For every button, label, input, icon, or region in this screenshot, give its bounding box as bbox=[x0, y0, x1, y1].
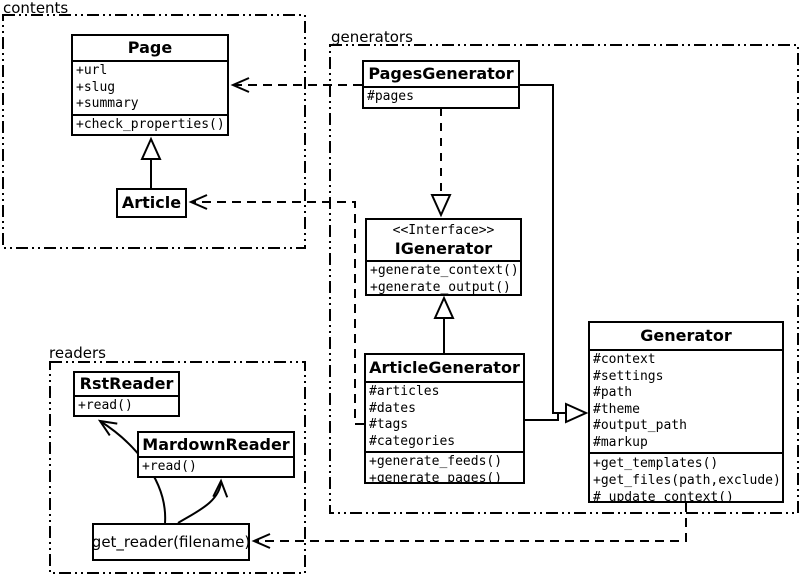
edge-getreader-to-mardownreader bbox=[177, 478, 229, 524]
package-generators-border bbox=[329, 44, 799, 514]
class-article: Article bbox=[116, 188, 187, 218]
attribute: #context bbox=[593, 352, 656, 367]
class-rstreader-methods: +read() bbox=[75, 395, 178, 415]
class-generator-methods: +get_templates() +get_files(path,exclude… bbox=[590, 452, 782, 503]
method: +generate_context() bbox=[370, 263, 519, 278]
interface-igenerator-stereotype: <<Interface>> bbox=[392, 223, 495, 238]
attribute: #settings bbox=[593, 368, 664, 384]
package-generators-label: generators bbox=[331, 28, 413, 46]
edge-generator-uses-getreader bbox=[251, 503, 687, 549]
attribute: +slug bbox=[76, 79, 116, 95]
method: +generate_pages() bbox=[369, 470, 503, 484]
attribute: #dates bbox=[369, 400, 416, 416]
method: +get_files(path,exclude) bbox=[593, 473, 781, 488]
class-pagesgenerator-name: PagesGenerator bbox=[368, 64, 514, 83]
method: +read() bbox=[78, 398, 133, 413]
attribute: #output_path bbox=[593, 418, 687, 433]
attribute: #categories bbox=[369, 433, 456, 449]
class-mardownreader-methods: +read() bbox=[139, 456, 293, 476]
class-articlegenerator: ArticleGenerator #articles #dates #tags … bbox=[364, 353, 525, 484]
class-articlegenerator-methods: +generate_feeds() +generate_pages() bbox=[366, 451, 523, 484]
method: +read() bbox=[142, 459, 197, 474]
class-generator-name: Generator bbox=[640, 326, 732, 345]
class-mardownreader-name: MardownReader bbox=[142, 435, 290, 454]
node-getreader: get_reader(filename) bbox=[92, 523, 250, 561]
class-page-methods: +check_properties() bbox=[73, 113, 227, 135]
edge-articlegenerator-extends-generator bbox=[525, 413, 559, 421]
class-mardownreader: MardownReader +read() bbox=[137, 431, 295, 478]
method: +generate_output() bbox=[370, 279, 511, 295]
attribute: #markup bbox=[593, 434, 648, 450]
class-rstreader: RstReader +read() bbox=[73, 371, 180, 417]
class-page-attributes: +url +slug +summary bbox=[73, 60, 227, 114]
edge-articlegenerator-uses-article bbox=[188, 194, 364, 425]
class-generator: Generator #context #settings #path #them… bbox=[588, 321, 784, 503]
method: +get_templates() bbox=[593, 456, 719, 471]
attribute: #pages bbox=[367, 89, 414, 104]
class-pagesgenerator-attributes: #pages bbox=[364, 86, 518, 107]
package-readers-border bbox=[49, 361, 306, 574]
interface-igenerator: <<Interface>> IGenerator +generate_conte… bbox=[365, 218, 522, 296]
class-pagesgenerator: PagesGenerator #pages bbox=[362, 60, 520, 109]
method: +generate_feeds() bbox=[369, 454, 503, 469]
package-readers-label: readers bbox=[49, 344, 106, 362]
class-generator-attributes: #context #settings #path #theme #output_… bbox=[590, 349, 782, 452]
attribute: +summary bbox=[76, 96, 139, 111]
class-article-name: Article bbox=[121, 193, 182, 212]
attribute: #theme bbox=[593, 401, 640, 417]
interface-igenerator-methods: +generate_context() +generate_output() bbox=[367, 260, 520, 295]
method: #_update_context() bbox=[593, 490, 734, 503]
class-rstreader-name: RstReader bbox=[79, 374, 174, 393]
method: +check_properties() bbox=[76, 116, 225, 132]
node-getreader-label: get_reader(filename) bbox=[91, 533, 251, 551]
class-page-name: Page bbox=[127, 38, 173, 57]
package-contents-label: contents bbox=[3, 0, 69, 17]
package-contents-border bbox=[2, 14, 306, 249]
interface-igenerator-name: IGenerator bbox=[394, 239, 493, 258]
attribute: +url bbox=[76, 63, 108, 78]
class-articlegenerator-name: ArticleGenerator bbox=[369, 358, 520, 377]
class-page: Page +url +slug +summary +check_properti… bbox=[71, 34, 229, 136]
class-articlegenerator-attributes: #articles #dates #tags #categories bbox=[366, 381, 523, 451]
attribute: #path bbox=[593, 385, 633, 400]
edge-pagesgenerator-extends-generator bbox=[520, 84, 589, 424]
attribute: #tags bbox=[369, 417, 409, 432]
attribute: #articles bbox=[369, 384, 440, 399]
